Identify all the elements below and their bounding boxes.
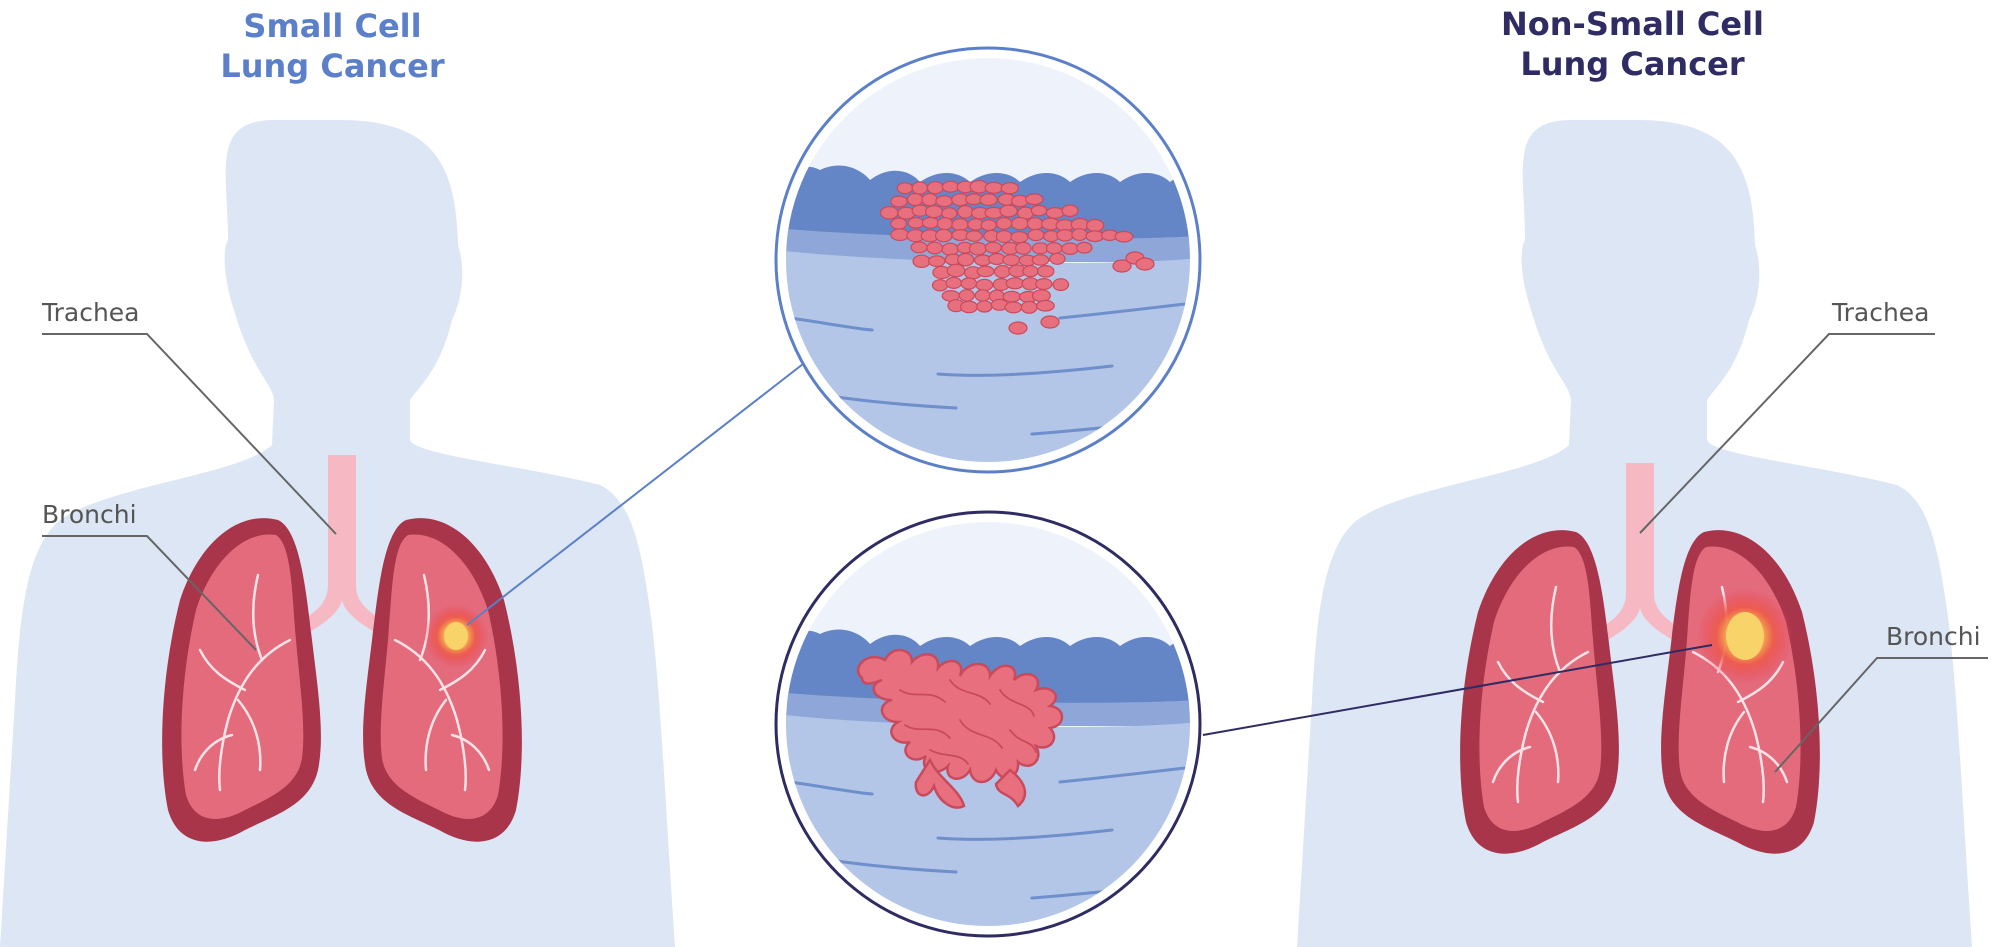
cancer-cell xyxy=(1038,266,1054,277)
cancer-cell xyxy=(996,231,1012,243)
cancer-cell xyxy=(1001,183,1018,194)
small-cell-title-line1: Small Cell xyxy=(160,6,505,46)
cancer-cell xyxy=(1077,242,1092,253)
cancer-cell xyxy=(1087,220,1104,232)
cancer-cell xyxy=(1115,232,1133,242)
right-bronchi-label: Bronchi xyxy=(1886,622,1981,651)
cancer-cell xyxy=(1057,230,1073,241)
cancer-cell xyxy=(922,194,937,206)
cancer-cell xyxy=(1026,194,1043,205)
cancer-cell xyxy=(1000,205,1017,217)
cancer-cell xyxy=(975,290,990,301)
cancer-cell xyxy=(922,218,938,229)
cancer-cell xyxy=(881,207,899,219)
cancer-cell xyxy=(946,277,961,288)
cancer-cell xyxy=(1005,302,1022,313)
right-body-figure xyxy=(1297,120,1972,947)
cancer-cell xyxy=(1072,229,1087,241)
cancer-cell xyxy=(891,218,907,229)
cancer-cell xyxy=(961,278,976,289)
cancer-cell xyxy=(926,206,943,218)
non-small-cell-title-line2: Lung Cancer xyxy=(1460,44,1805,84)
cancer-cell xyxy=(913,255,930,267)
cancer-cell xyxy=(1009,322,1027,334)
non-small-cell-title: Non-Small Cell Lung Cancer xyxy=(1460,4,1805,84)
cancer-cell xyxy=(952,219,968,231)
left-trachea-label: Trachea xyxy=(42,298,140,327)
cancer-cell xyxy=(995,266,1011,278)
cancer-cell xyxy=(1053,279,1069,291)
cancer-cell xyxy=(970,243,987,255)
right-trachea-label: Trachea xyxy=(1832,298,1930,327)
cancer-cell xyxy=(929,256,945,267)
cancer-cell xyxy=(1021,301,1037,313)
cancer-cell xyxy=(933,280,948,291)
cancer-cell xyxy=(1028,229,1044,240)
cancer-cell xyxy=(891,229,909,241)
cancer-cell xyxy=(1016,242,1031,254)
cancer-cell xyxy=(977,301,992,312)
cancer-cell xyxy=(985,242,1001,253)
left-bronchi-label: Bronchi xyxy=(42,500,137,529)
cancer-cell xyxy=(1046,208,1064,219)
non-small-cell-title-line1: Non-Small Cell xyxy=(1460,4,1805,44)
cancer-cell xyxy=(1041,316,1059,328)
cancer-cell xyxy=(908,218,923,228)
cancer-cell xyxy=(1032,255,1048,265)
cancer-cell xyxy=(961,301,978,313)
cancer-cell xyxy=(1023,266,1038,277)
cancer-cell xyxy=(897,183,912,194)
cancer-cell xyxy=(1033,290,1051,302)
cancer-cell xyxy=(947,264,965,276)
cancer-cell xyxy=(976,279,992,290)
cancer-cell xyxy=(1003,291,1020,302)
cancer-cell xyxy=(1062,205,1078,216)
cancer-cell xyxy=(942,243,958,255)
cancer-cell xyxy=(985,182,1003,193)
cancer-cell xyxy=(907,194,922,206)
cancer-cell xyxy=(958,206,973,218)
cancer-cell xyxy=(912,182,927,194)
cancer-cell xyxy=(927,242,943,254)
small-cell-title: Small Cell Lung Cancer xyxy=(160,6,505,86)
cancer-cell xyxy=(1027,218,1042,230)
cancer-cell xyxy=(959,290,974,301)
non-small-cell-magnifier xyxy=(776,512,1200,936)
cancer-cell xyxy=(1003,255,1020,266)
cancer-cell xyxy=(937,218,952,230)
cancer-cell xyxy=(980,194,997,206)
cancer-cell xyxy=(1037,300,1055,311)
cancer-cell xyxy=(891,196,907,207)
cancer-cell xyxy=(997,218,1012,230)
cancer-cell xyxy=(1050,253,1065,264)
cancer-cell xyxy=(1062,243,1079,254)
cancer-cell xyxy=(1136,258,1154,270)
cancer-cell xyxy=(981,220,996,231)
cancer-cell xyxy=(1006,278,1023,289)
cancer-cell xyxy=(1047,243,1062,254)
cancer-cell xyxy=(966,231,982,241)
cancer-cell xyxy=(1012,218,1029,230)
cancer-cell xyxy=(1036,279,1052,290)
cancer-cell xyxy=(927,182,943,194)
small-cell-magnifier xyxy=(776,48,1200,472)
cancer-cell xyxy=(977,266,994,277)
left-body-figure xyxy=(0,120,675,947)
cancer-cell xyxy=(958,253,974,265)
cancer-cell xyxy=(911,242,927,253)
cancer-cell xyxy=(936,229,952,241)
small-cell-title-line2: Lung Cancer xyxy=(160,46,505,86)
cancer-cell xyxy=(942,181,958,192)
cancer-cell xyxy=(936,196,952,207)
cancer-cell xyxy=(1011,232,1028,243)
cancer-cell xyxy=(1031,205,1046,215)
